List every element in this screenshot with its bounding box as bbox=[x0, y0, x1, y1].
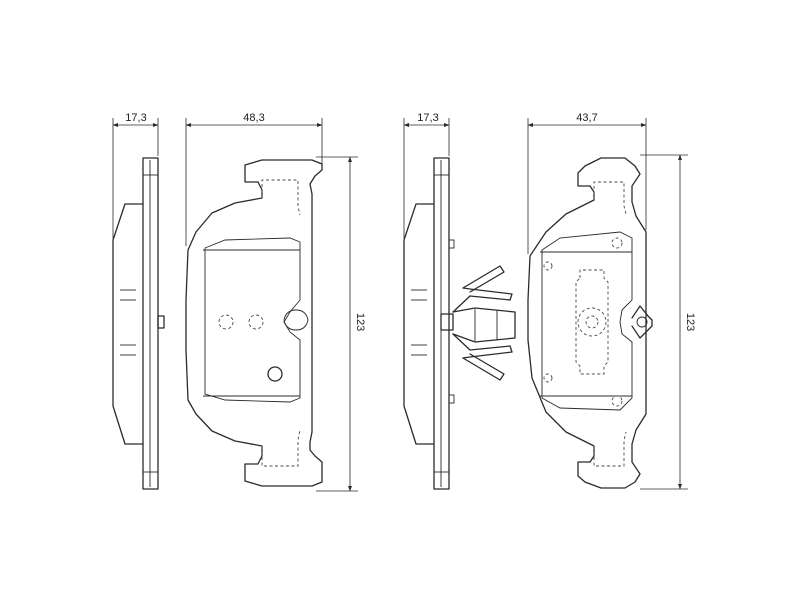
right-pad-side-view bbox=[403, 157, 516, 490]
dim-label-right-width: 43,7 bbox=[576, 112, 597, 124]
left-pad-side-view bbox=[112, 157, 165, 490]
right-pad-front-view bbox=[527, 157, 653, 489]
dim-label-left-height: 123 bbox=[354, 313, 366, 331]
left-pad-front-view bbox=[185, 159, 323, 487]
dimension-right-height: 123 bbox=[640, 154, 696, 490]
dim-label-right-thickness: 17,3 bbox=[417, 112, 438, 124]
dim-label-right-height: 123 bbox=[684, 313, 696, 331]
dimension-left-width: 48,3 bbox=[185, 112, 323, 246]
spring-clip bbox=[440, 265, 516, 381]
dimension-right-width: 43,7 bbox=[527, 112, 647, 254]
dimension-right-thickness: 17,3 bbox=[403, 112, 450, 238]
dimension-left-thickness: 17,3 bbox=[112, 112, 159, 238]
dimension-left-height: 123 bbox=[316, 156, 366, 492]
dim-label-left-width: 48,3 bbox=[243, 112, 264, 124]
dim-label-left-thickness: 17,3 bbox=[125, 112, 146, 124]
